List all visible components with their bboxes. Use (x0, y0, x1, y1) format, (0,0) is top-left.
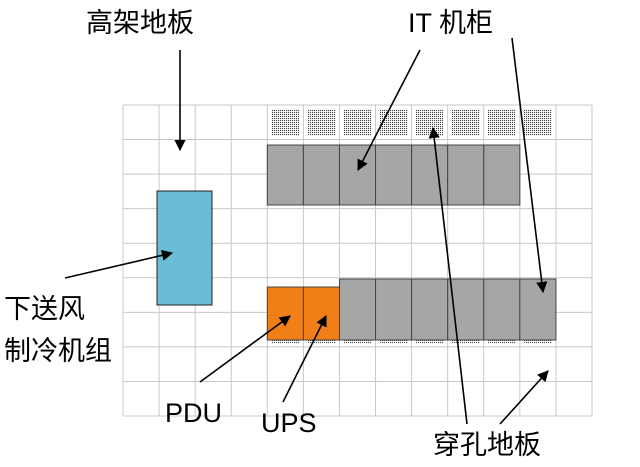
raised-floor-label: 高架地板 (86, 8, 194, 39)
arrow-icon (428, 126, 468, 425)
power-units (266, 286, 340, 341)
arrow-icon (357, 49, 421, 171)
crac-label-line2: 制冷机组 (4, 336, 112, 367)
arrow-icon (511, 37, 548, 294)
perforated-tile-icon (451, 109, 480, 136)
it-cabinet (375, 144, 413, 206)
crac-unit (156, 190, 213, 306)
it-cabinet (411, 278, 449, 341)
pdu-label: PDU (165, 398, 223, 428)
it-cabinet (411, 144, 449, 206)
arrow-icon (199, 315, 291, 383)
ups-unit (302, 286, 340, 341)
it-cabinet (338, 278, 377, 341)
perforated-tile-icon (415, 109, 444, 136)
arrow-icon (64, 249, 174, 279)
pdu-unit (266, 286, 304, 341)
it-cabinet-label: IT 机柜 (408, 8, 494, 38)
perforated-tile-label: 穿孔地板 (433, 430, 541, 461)
ups-label: UPS (261, 408, 317, 438)
perforated-tile-icon (523, 109, 552, 136)
it-cabinet (519, 278, 557, 341)
perforated-tile-icon (271, 109, 300, 136)
it-cabinet (338, 144, 377, 206)
it-cabinet (302, 144, 340, 206)
it-cabinet (483, 278, 521, 341)
perforated-tile-icon (487, 109, 516, 136)
perforated-tile-icon (343, 109, 372, 136)
it-cabinet-rows (266, 144, 557, 341)
it-cabinet (447, 144, 485, 206)
crac-label-line1: 下送风 (4, 294, 85, 325)
perforated-tile-icon (307, 109, 336, 136)
it-cabinet (375, 278, 413, 341)
it-cabinet (483, 144, 521, 206)
arrow-icon (282, 314, 327, 403)
arrow-icon (499, 370, 549, 425)
arrows (64, 37, 549, 425)
it-cabinet (266, 144, 304, 206)
perforated-tile-icon (379, 109, 408, 136)
